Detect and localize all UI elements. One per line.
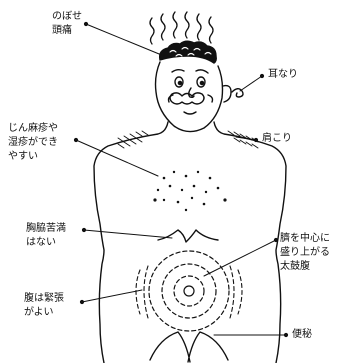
label-rash: じん麻疹や 湿疹ができ やすい [8, 122, 58, 164]
label-hot-flash-headache: のぼせ 頭痛 [52, 10, 82, 38]
shoulder-stiffness-marks [118, 131, 258, 148]
face-icon [169, 70, 213, 114]
legs-outline [150, 332, 228, 362]
label-stiff-shoulder: 肩こり [262, 132, 292, 146]
rash-dots [157, 171, 220, 211]
body-outline [94, 122, 168, 363]
label-constipation: 便秘 [292, 328, 312, 342]
label-navel-center-belly: 臍を中心に 盛り上がる 太鼓腹 [280, 232, 330, 274]
label-abdominal-tension: 腹は緊張 がよい [24, 292, 64, 320]
navel-rings [149, 251, 229, 331]
label-no-chest-distress: 胸脇苦満 はない [26, 222, 66, 250]
nipple-left [153, 198, 156, 201]
ear-icon [223, 86, 231, 102]
heat-waves-icon [150, 12, 213, 44]
rib-arch [158, 230, 218, 242]
abdominal-tension-brackets [136, 266, 242, 318]
label-tinnitus: 耳なり [268, 68, 298, 82]
nipple-right [223, 198, 226, 201]
